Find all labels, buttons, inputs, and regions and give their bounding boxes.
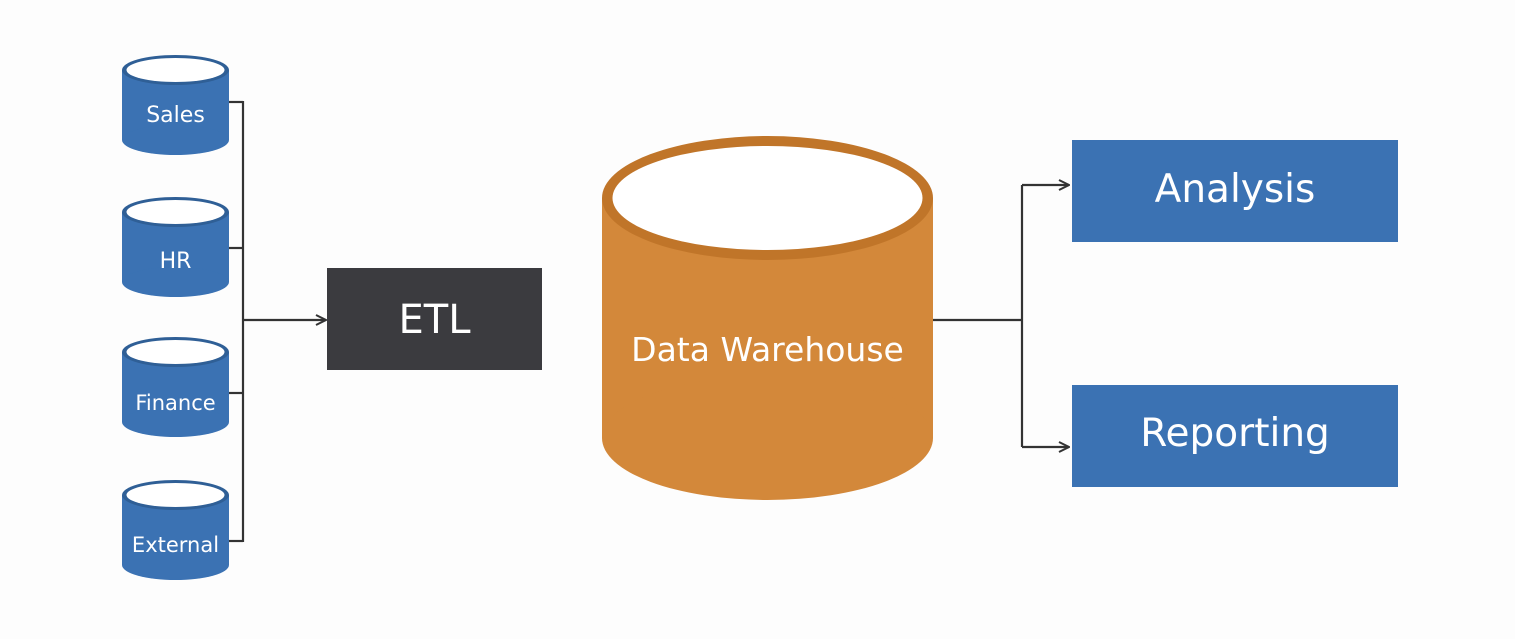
analysis-box: Analysis	[1072, 140, 1398, 242]
etl-label: ETL	[399, 297, 472, 343]
source-connectors	[229, 100, 326, 543]
reporting-box: Reporting	[1072, 385, 1398, 487]
source-label-external: External	[132, 533, 219, 557]
analysis-label: Analysis	[1155, 167, 1316, 212]
data-warehouse-label: Data Warehouse	[631, 330, 904, 369]
data-warehouse-cylinder: Data Warehouse	[602, 136, 933, 500]
source-database-hr: HR	[122, 197, 229, 297]
source-label-finance: Finance	[135, 391, 215, 415]
output-connectors	[933, 185, 1069, 447]
source-database-sales: Sales	[122, 55, 229, 155]
etl-box: ETL	[327, 268, 542, 370]
source-database-external: External	[122, 480, 229, 580]
source-label-sales: Sales	[146, 103, 205, 128]
source-label-hr: HR	[160, 249, 192, 274]
source-database-finance: Finance	[122, 337, 229, 437]
reporting-label: Reporting	[1140, 411, 1330, 456]
